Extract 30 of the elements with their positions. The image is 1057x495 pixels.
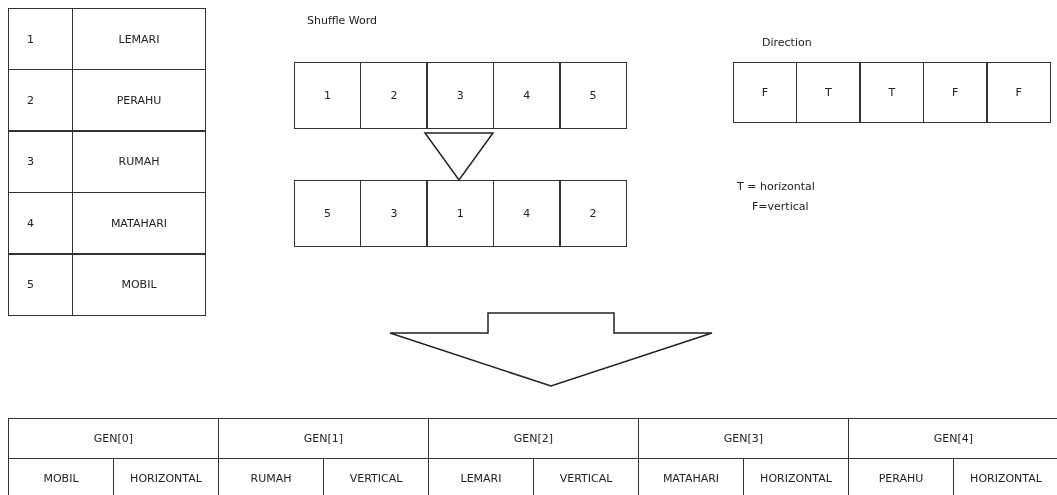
table-heading: Direction xyxy=(762,36,812,49)
table-cell: MATAHARI xyxy=(72,192,206,255)
table-cell: PERAHU xyxy=(72,69,206,132)
table-cell: RUMAH xyxy=(72,130,206,193)
table-cell: 3 xyxy=(8,130,73,193)
table-cell: 5 xyxy=(294,180,361,247)
table-cell: F xyxy=(986,62,1051,123)
table-cell: T xyxy=(859,62,924,123)
legend-note: T = horizontal xyxy=(737,180,815,193)
table-cell: GEN[0] xyxy=(8,418,219,459)
table-cell: T xyxy=(796,62,861,123)
table-cell: 1 xyxy=(426,180,494,247)
table-cell: 2 xyxy=(360,62,428,129)
table-cell: 1 xyxy=(294,62,361,129)
table-cell: 3 xyxy=(360,180,428,247)
table-cell: 2 xyxy=(8,69,73,132)
table-cell: F xyxy=(733,62,797,123)
table-cell: 1 xyxy=(8,8,73,70)
table-cell: 4 xyxy=(493,62,561,129)
table-cell: LEMARI xyxy=(72,8,206,70)
table-cell: 5 xyxy=(8,253,73,316)
table-cell: 4 xyxy=(493,180,561,247)
table-cell: 3 xyxy=(426,62,494,129)
table-heading: Shuffle Word xyxy=(307,14,378,27)
table-cell: MOBIL xyxy=(72,253,206,316)
legend-note: F=vertical xyxy=(752,200,809,213)
table-cell: 4 xyxy=(8,192,73,255)
table-cell: 5 xyxy=(559,62,627,129)
table-cell: 2 xyxy=(559,180,627,247)
table-cell: F xyxy=(923,62,988,123)
